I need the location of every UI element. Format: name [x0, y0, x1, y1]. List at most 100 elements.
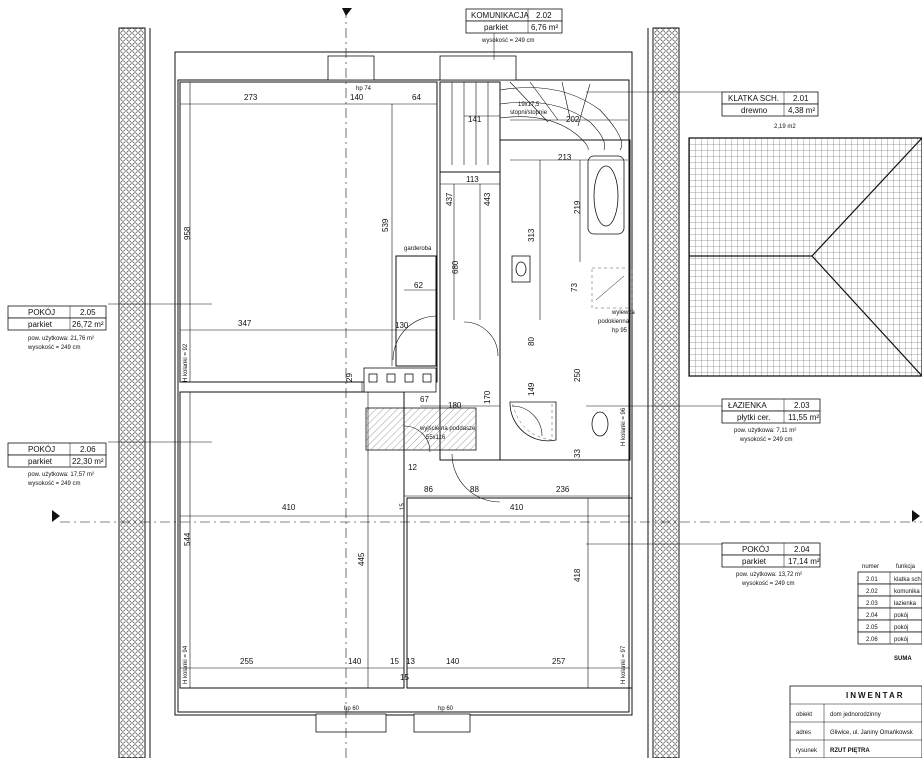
dim-label: 140 — [348, 657, 362, 666]
room-floor: płytki cer. — [737, 413, 770, 422]
dim-label: 62 — [414, 281, 423, 290]
titleblock-key: adres — [796, 730, 811, 736]
table-cell: pokój — [894, 613, 908, 619]
staircase — [451, 81, 623, 165]
label-garderoba: garderoba — [404, 246, 432, 252]
dim-label: 12 — [408, 463, 417, 472]
label-stairs: 19x17,5 — [518, 102, 540, 108]
dim-label: 80 — [527, 337, 536, 346]
dim-label: 410 — [282, 503, 296, 512]
room-area: 4,38 m² — [788, 106, 815, 115]
dim-label: 15 — [400, 503, 406, 510]
dim-label: 141 — [468, 115, 482, 124]
room-tag-lazienka: ŁAZIENKA 2.03 płytki cer. 11,55 m² pow. … — [721, 398, 821, 443]
table-cell: 2.02 — [866, 589, 878, 595]
room-name: KLATKA SCH. — [728, 94, 779, 103]
table-header: funkcja — [896, 564, 916, 570]
door-swings — [392, 315, 543, 503]
room-area: 6,76 m² — [531, 23, 558, 32]
room-floor: parkiet — [742, 557, 767, 566]
dim-label: 257 — [552, 657, 566, 666]
dim-label: 13 — [406, 657, 415, 666]
label-h-kol-96: H kolanki = 96 — [621, 407, 627, 446]
room-usable: pow. użytkowa: 13,72 m² — [736, 572, 802, 578]
dim-label: 255 — [240, 657, 254, 666]
label-h-kol-92: H kolanki = 92 — [183, 343, 189, 382]
dim-label: 418 — [573, 568, 582, 582]
room-name: KOMUNIKACJA — [471, 11, 529, 20]
dim-label: 113 — [466, 175, 479, 184]
dim-label: 539 — [381, 218, 390, 232]
titleblock-title: INWENTAR — [846, 691, 905, 700]
titleblock-value: dom jednorodzinny — [830, 712, 881, 718]
room-height: wysokość = 249 cm — [27, 345, 81, 351]
dim-label: 140 — [446, 657, 460, 666]
dim-label: 130 — [395, 321, 409, 330]
dim-label: 313 — [527, 228, 536, 242]
dim-label: 219 — [573, 200, 582, 214]
room-floor: parkiet — [484, 23, 509, 32]
titleblock-value: Gliwice, ul. Janiny Omańkowsk — [830, 730, 914, 736]
room-height: wysokość = 249 cm — [741, 581, 795, 587]
dim-label: 437 — [445, 192, 454, 206]
label-hp60a: hp 60 — [344, 706, 360, 712]
table-cell: 2.03 — [866, 601, 878, 607]
dim-label: 213 — [558, 153, 572, 162]
titleblock-key: obiekt — [796, 712, 812, 718]
dim-label: 15 — [400, 673, 409, 682]
dim-label: 958 — [183, 226, 192, 240]
table-cell: pokój — [894, 637, 908, 643]
label-pipe-b: podokienna — [598, 319, 630, 325]
dim-label: 180 — [448, 401, 462, 410]
dim-label: 67 — [420, 395, 429, 404]
room-floor: parkiet — [28, 320, 53, 329]
dim-label: 445 — [357, 552, 366, 566]
room-tag-komunikacja: KOMUNIKACJA 2.02 parkiet 6,76 m² wysokoś… — [465, 8, 563, 44]
dim-label: 33 — [573, 449, 582, 458]
room-usable: pow. użytkowa: 17,57 m² — [28, 472, 94, 478]
room-name: POKÓJ — [28, 445, 55, 454]
dimension-texts: 273 140 64 141 202 213 113 958 539 437 4… — [183, 93, 582, 682]
label-h-kol-97: H kolanki = 97 — [621, 645, 627, 684]
dim-label: 86 — [424, 485, 433, 494]
room-number: 2.05 — [80, 308, 96, 317]
room-height: wysokość = 249 cm — [739, 437, 793, 443]
plan-labels: garderoba 19x17,5 stopni/stopnie wyjście… — [183, 86, 635, 712]
room-name: POKÓJ — [28, 308, 55, 317]
room-tag-pokoj-205: POKÓJ 2.05 parkiet 26,72 m² pow. użytkow… — [7, 305, 107, 351]
roof-plan — [688, 137, 922, 377]
dim-label: 149 — [527, 382, 536, 396]
room-area: 26,72 m² — [72, 320, 104, 329]
table-header: numer — [862, 564, 879, 570]
room-height: wysokość = 249 cm — [27, 481, 81, 487]
outer-walls — [174, 51, 633, 733]
dim-label: 273 — [244, 93, 258, 102]
table-cell: 2.05 — [866, 625, 878, 631]
room-area: 17,14 m² — [788, 557, 820, 566]
label-hp74: hp 74 — [356, 86, 372, 92]
room-tag-pokoj-204: POKÓJ 2.04 parkiet 17,14 m² pow. użytkow… — [721, 542, 821, 587]
titleblock-key: rysunek — [796, 748, 818, 754]
room-number: 2.01 — [793, 94, 809, 103]
room-number: 2.03 — [794, 401, 810, 410]
label-attic-exit: wyjście na poddasze — [419, 426, 476, 432]
title-block: INWENTAR obiekt dom jednorodzinny adres … — [789, 685, 922, 758]
dim-label: 410 — [510, 503, 524, 512]
table-cell: 2.04 — [866, 613, 878, 619]
dim-label: 544 — [183, 532, 192, 546]
room-floor: drewno — [741, 106, 768, 115]
dim-label: 443 — [483, 192, 492, 206]
dim-label: 250 — [573, 368, 582, 382]
table-sum: SUMA — [894, 656, 912, 662]
room-height: wysokość = 249 cm — [481, 38, 535, 44]
label-h-kol-94: H kolanki = 94 — [183, 645, 189, 684]
room-area: 22,30 m² — [72, 457, 104, 466]
room-name: ŁAZIENKA — [728, 401, 767, 410]
table-cell: 2.06 — [866, 637, 878, 643]
section-lines — [52, 8, 922, 758]
label-attic-size: 55x116 — [426, 435, 446, 441]
room-name: POKÓJ — [742, 545, 769, 554]
dim-label: 140 — [350, 93, 364, 102]
dim-label: 236 — [556, 485, 570, 494]
table-cell: pokój — [894, 625, 908, 631]
